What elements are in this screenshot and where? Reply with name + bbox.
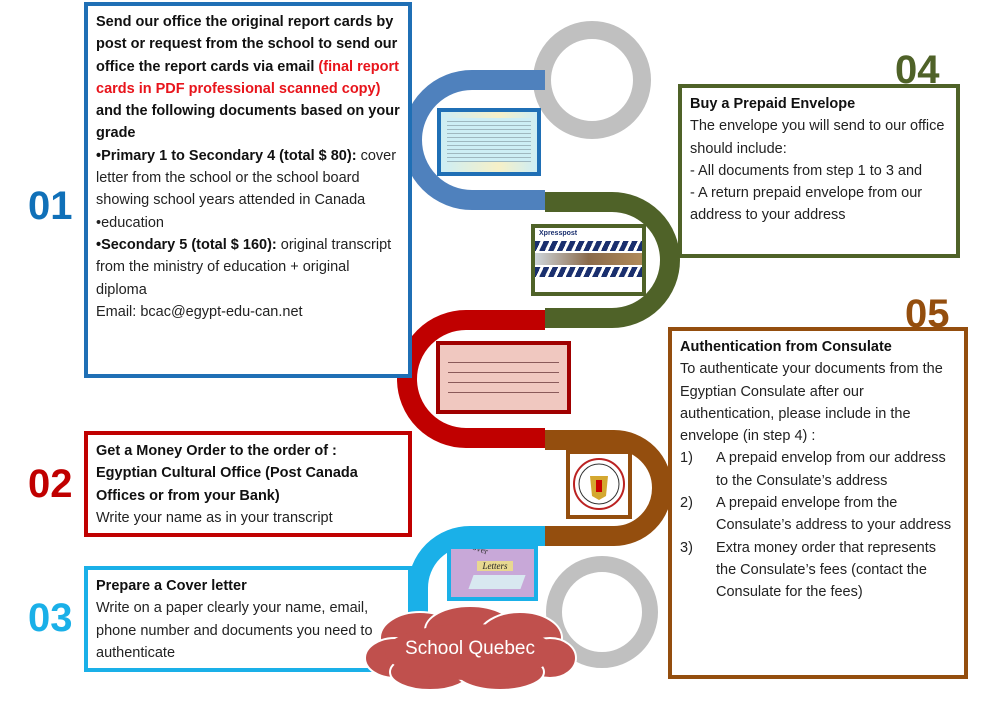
bullet-1-text: cover letter from the school or the scho… [96,147,397,209]
step-02-box: Get a Money Order to the order of : Egyp… [84,431,412,537]
step-05-text: To authenticate your documents from the … [680,361,943,445]
item-number: 3) [680,539,693,556]
step-01-highlight: (final report cards in PDF professional … [96,58,399,97]
bullet-3-title: •Secondary 5 (total $ 160): [96,236,277,253]
step-05-box: Authentication from Consulate To authent… [668,327,968,679]
path-segment-red [397,310,545,448]
contact-email[interactable]: Email: bcac@egypt-edu-can.net [96,303,303,320]
cover-letters-image: Cover Letters [447,545,538,601]
step-04-text: The envelope you will send to our office… [690,118,945,157]
school-quebec-cloud [364,605,577,691]
xpresspost-label: Xpresspost [539,230,578,237]
item-number: 2) [680,495,693,512]
item-text: A prepaid envelop from our address to th… [716,450,946,489]
money-order-image [436,341,571,414]
bullet-1-title: •Primary 1 to Secondary 4 (total $ 80): [96,147,357,164]
step-01-box: Send our office the original report card… [84,2,412,378]
step-number-04: 04 [895,48,940,92]
step-04-item-2: - A return prepaid envelope from our add… [690,185,923,224]
step-number-02: 02 [28,462,73,506]
step-03-text: Write on a paper clearly your name, emai… [96,600,373,661]
path-segment-olive [545,192,680,328]
step-05-list: 1) A prepaid envelop from our address to … [680,447,956,603]
egypt-consulate-seal-image [566,450,632,519]
path-segment-cyan [408,526,545,630]
end-ring [546,556,658,668]
item-text: A prepaid envelope from the Consulate’s … [716,495,952,534]
step-01-intro: Send our office the original report card… [96,14,398,75]
bullet-3-text: original transcript from the ministry of… [96,236,392,298]
path-segment-blue [402,70,545,210]
step-number-01: 01 [28,184,73,228]
letters-label: Letters [477,561,513,571]
step-02-text: Write your name as in your transcript [96,509,333,526]
step-04-title: Buy a Prepaid Envelope [690,96,856,112]
step-05-title: Authentication from Consulate [680,339,892,355]
step-03-box: Prepare a Cover letter Write on a paper … [84,566,412,672]
step-03-title: Prepare a Cover letter [96,578,247,594]
list-item: 2) A prepaid envelope from the Consulate… [680,492,956,537]
step-04-box: Buy a Prepaid Envelope The envelope you … [678,84,960,258]
path-segment-brown [545,430,672,546]
step-02-title: Get a Money Order to the order of : Egyp… [96,443,358,504]
start-ring [533,21,651,139]
report-card-image [437,108,541,176]
xpresspost-envelope-image: Xpresspost [531,224,646,296]
list-item: 3) Extra money order that represents the … [680,537,956,604]
item-text: Extra money order that represents the Co… [716,539,937,601]
item-number: 1) [680,450,693,467]
step-04-item-1: - All documents from step 1 to 3 and [690,162,923,179]
seal-icon [573,458,625,510]
bullet-2: •education [96,214,164,231]
cloud-label: School Quebec [405,638,535,659]
step-01-intro-end: and the following documents based on you… [96,103,400,142]
list-item: 1) A prepaid envelop from our address to … [680,447,956,492]
step-number-03: 03 [28,596,73,640]
